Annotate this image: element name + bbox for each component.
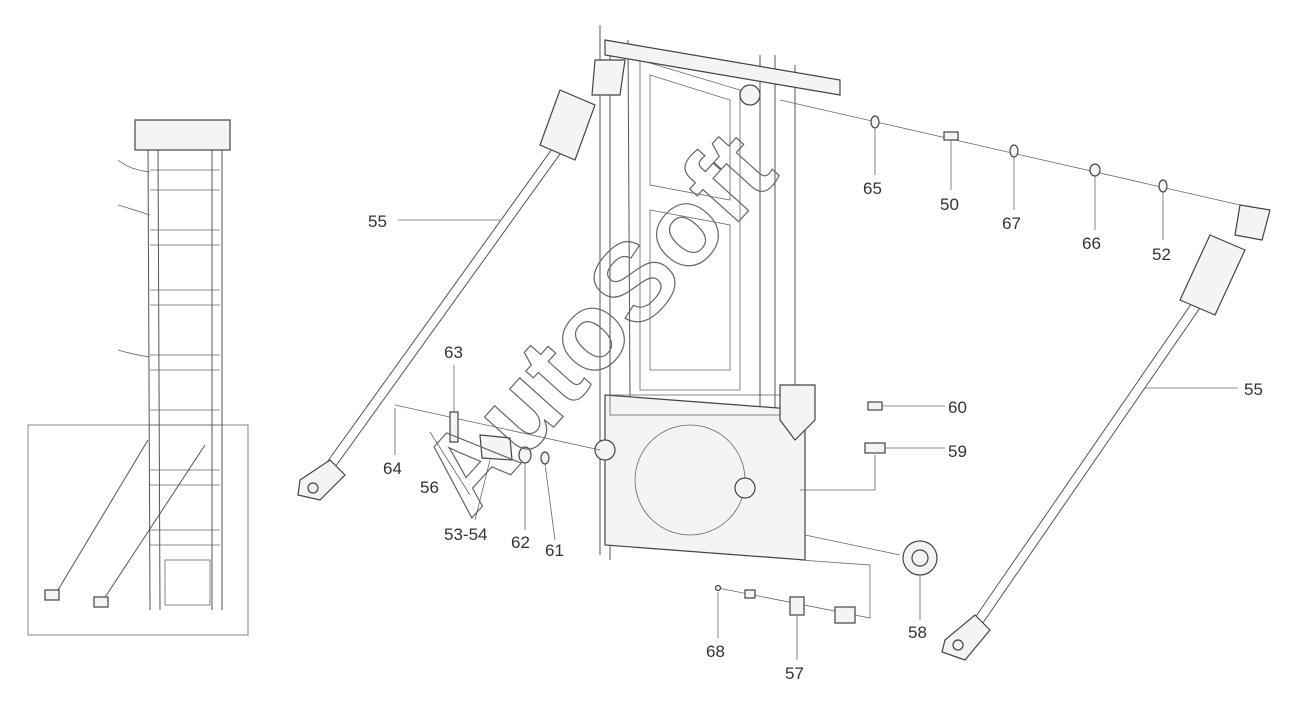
callout-61: 61 [545, 541, 564, 560]
top-hose-line [779, 99, 1241, 206]
detail-area-frame [27, 424, 249, 636]
hose-56 [429, 431, 471, 496]
bracket-57 [789, 596, 805, 616]
callout-60: 60 [948, 398, 967, 417]
block-59 [864, 442, 886, 454]
callout-59: 59 [948, 442, 967, 461]
callout-57: 57 [785, 664, 804, 683]
callout-52: 52 [1152, 245, 1171, 264]
right-lift-cylinder [941, 204, 1271, 661]
fitting-50 [943, 131, 959, 141]
plate [834, 606, 856, 624]
o-ring-65 [870, 115, 880, 129]
o-ring-52 [1158, 179, 1168, 193]
fitting-66 [1089, 163, 1101, 177]
callout-55-left: 55 [368, 212, 387, 231]
left-lift-cylinder [297, 59, 626, 501]
callouts: 55 65 50 67 66 52 55 63 64 56 53-54 62 6… [368, 179, 1263, 683]
callout-55-right: 55 [1244, 380, 1263, 399]
valve-53-54 [479, 434, 513, 461]
callout-58: 58 [908, 623, 927, 642]
callout-53-54: 53-54 [444, 525, 487, 544]
callout-62: 62 [511, 533, 530, 552]
left-hose-line [394, 404, 601, 496]
washer [744, 589, 756, 599]
mast-frame [594, 25, 841, 561]
callout-68: 68 [706, 642, 725, 661]
callout-64: 64 [383, 459, 402, 478]
bolt-68 [714, 584, 722, 592]
callout-65: 65 [863, 179, 882, 198]
overview-thumbnail [27, 119, 249, 636]
right-small-parts [800, 401, 938, 576]
o-ring-67 [1009, 144, 1019, 158]
callout-56: 56 [420, 478, 439, 497]
bottom-bracket-parts [714, 559, 871, 624]
callout-66: 66 [1082, 234, 1101, 253]
callout-50: 50 [940, 195, 959, 214]
bolt-60 [867, 401, 883, 411]
callout-67: 67 [1002, 214, 1021, 233]
callout-63: 63 [444, 343, 463, 362]
leader-lines [394, 128, 1238, 660]
